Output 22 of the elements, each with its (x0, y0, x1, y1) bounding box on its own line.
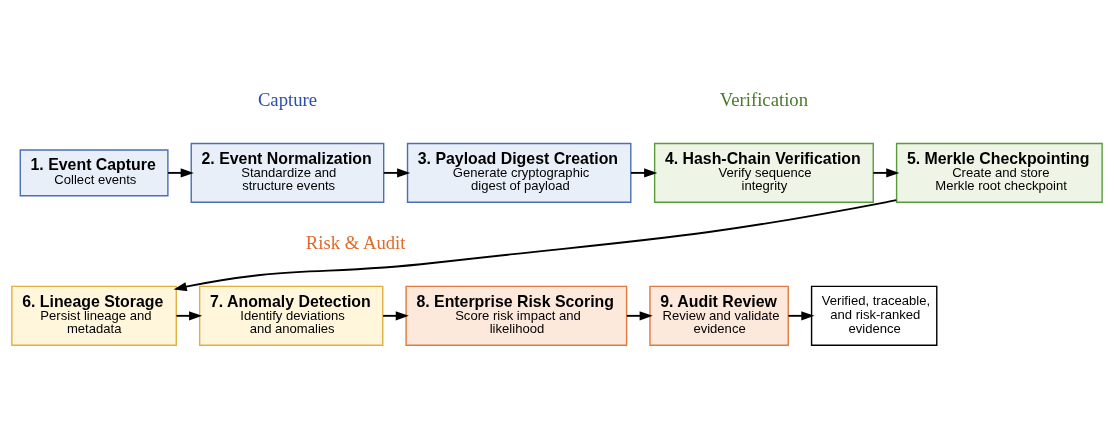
arrow (787, 311, 815, 321)
node-box: 6. Lineage Storage Persist lineage and metadata (11, 285, 177, 346)
node-box: 5. Merkle Checkpointing Create and store Merkle root checkpoint (895, 142, 1103, 203)
arrow (173, 199, 898, 292)
arrow (872, 168, 900, 178)
label: Capture (257, 89, 318, 111)
label: Verification (719, 89, 809, 111)
arrow (167, 168, 194, 178)
arrow (630, 168, 658, 178)
arrow (625, 311, 653, 321)
node-box: Verified, traceable, and risk-ranked evidence (810, 285, 938, 346)
arrow (382, 311, 409, 321)
node-box: 2. Event Normalization Standardize and structure events (190, 142, 385, 203)
label: Risk & Audit (305, 232, 406, 254)
node-box: 9. Audit Review Review and validate evidence (649, 285, 789, 346)
node-box: 7. Anomaly Detection Identify deviations and anomalies (198, 285, 384, 346)
arrow (382, 168, 411, 178)
node-box: 4. Hash-Chain Verification Verify sequence integrity (653, 142, 874, 203)
node-box: 3. Payload Digest Creation Generate cryptographic digest of payload (406, 142, 632, 203)
arrow (175, 311, 203, 321)
node-box: 1. Event Capture Collect events (19, 149, 169, 197)
node-box: 8. Enterprise Risk Scoring Score risk impact and likelihood (405, 285, 628, 346)
